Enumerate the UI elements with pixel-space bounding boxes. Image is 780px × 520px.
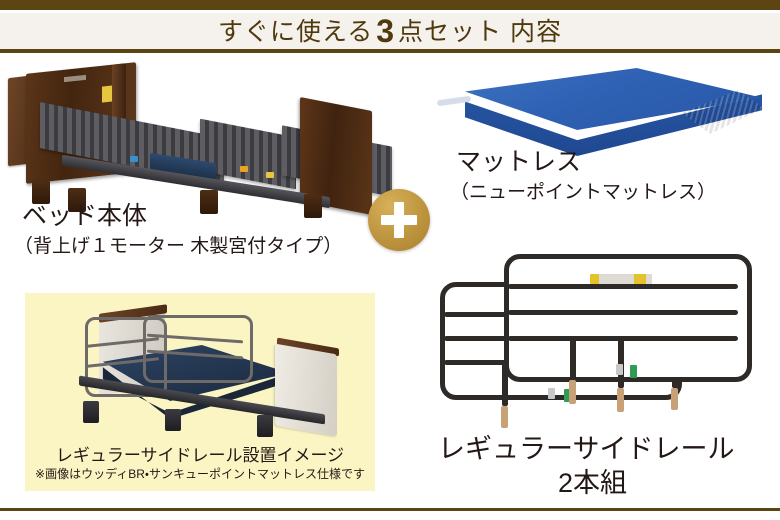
side-rail-front-marker-grey bbox=[616, 364, 623, 375]
side-rail-rear-post-tip-right bbox=[671, 388, 678, 410]
bed-leg-head-right bbox=[68, 188, 86, 212]
inset-caption: レギュラーサイドレール設置イメージ bbox=[55, 446, 345, 465]
bed-fitting-blue bbox=[130, 156, 138, 162]
side-rail-front-bar-2 bbox=[508, 310, 738, 315]
inset-bed-leg-left bbox=[83, 401, 99, 423]
side-rail-front-warning-label bbox=[590, 274, 652, 284]
side-rail-installation-card: レギュラーサイドレール設置イメージ ※画像はウッディBR・サンキューポイントマッ… bbox=[25, 293, 375, 491]
bed-leg-foot-right bbox=[304, 194, 322, 218]
side-rail-front-post-tip-middle bbox=[617, 388, 624, 412]
side-rail-rear-post-left bbox=[502, 360, 508, 406]
side-rail-product-image bbox=[430, 248, 770, 428]
side-rail-rear-marker-grey bbox=[548, 388, 555, 399]
side-rail-front-marker-green bbox=[630, 365, 637, 378]
side-rail-rear-post-tip-left bbox=[501, 406, 508, 428]
inset-bed-footboard bbox=[275, 343, 337, 437]
inset-bed-leg-right bbox=[257, 415, 273, 437]
bed-body-name: ベッド本体 bbox=[22, 202, 148, 230]
side-rail-front-bar-1 bbox=[508, 284, 738, 289]
page-title-suffix: 点セット 内容 bbox=[398, 18, 562, 46]
inset-side-rail-near bbox=[85, 317, 167, 397]
bed-fitting-orange bbox=[240, 166, 248, 172]
inset-bed-leg-middle bbox=[165, 409, 181, 431]
mattress-image bbox=[432, 68, 772, 163]
plus-icon bbox=[368, 189, 430, 251]
side-rail-front-post-tip-left bbox=[569, 380, 576, 404]
side-rail-installation-image bbox=[61, 304, 347, 439]
inset-note: ※画像はウッディBR・サンキューポイントマットレス仕様です bbox=[35, 467, 365, 481]
bed-fitting-yellow bbox=[266, 172, 274, 178]
footer-rule bbox=[0, 508, 780, 511]
mattress-spec: （ニューポイントマットレス） bbox=[450, 182, 717, 203]
inset-side-rail-far bbox=[143, 315, 253, 383]
page-title-prefix: すぐに使える bbox=[217, 18, 374, 46]
header-top-bar bbox=[0, 0, 780, 10]
bed-body-spec: （背上げ１モーター 木製宮付タイプ） bbox=[14, 236, 343, 257]
bed-leg-foot-left bbox=[200, 190, 218, 214]
header-underline bbox=[0, 49, 780, 53]
page-title-number: 3 bbox=[376, 13, 396, 49]
side-rail-name: レギュラーサイドレール bbox=[438, 434, 735, 464]
side-rail-spec: 2本組 bbox=[558, 468, 628, 498]
side-rail-front-post-middle bbox=[618, 336, 624, 388]
mattress-name: マットレス bbox=[456, 148, 582, 176]
bed-leg-head-left bbox=[32, 180, 50, 204]
bed-body-image bbox=[4, 62, 394, 218]
side-rail-front-post-left bbox=[570, 336, 576, 380]
side-rail-rear-marker-green bbox=[564, 389, 571, 402]
